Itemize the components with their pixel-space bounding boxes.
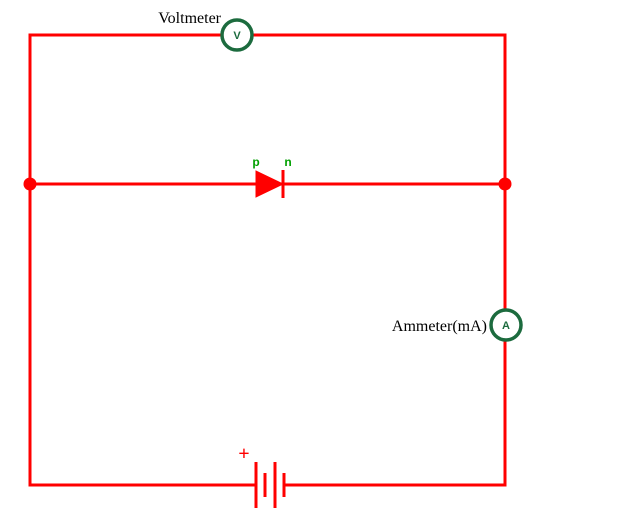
ammeter-symbol: A <box>502 320 510 332</box>
voltmeter-icon <box>220 18 254 52</box>
battery-icon <box>254 462 286 508</box>
ammeter-icon <box>489 308 523 342</box>
voltmeter-label: Voltmeter <box>158 10 221 27</box>
battery-plus-label: + <box>238 443 249 465</box>
diode-anode-triangle-icon <box>255 170 285 198</box>
diode-p-label: p <box>252 155 259 169</box>
diode-n-label: n <box>284 155 291 169</box>
junction-dot-left <box>23 177 37 191</box>
junction-dot-right <box>498 177 512 191</box>
ammeter-label: Ammeter(mA) <box>392 318 487 335</box>
voltmeter-symbol: V <box>233 30 241 42</box>
